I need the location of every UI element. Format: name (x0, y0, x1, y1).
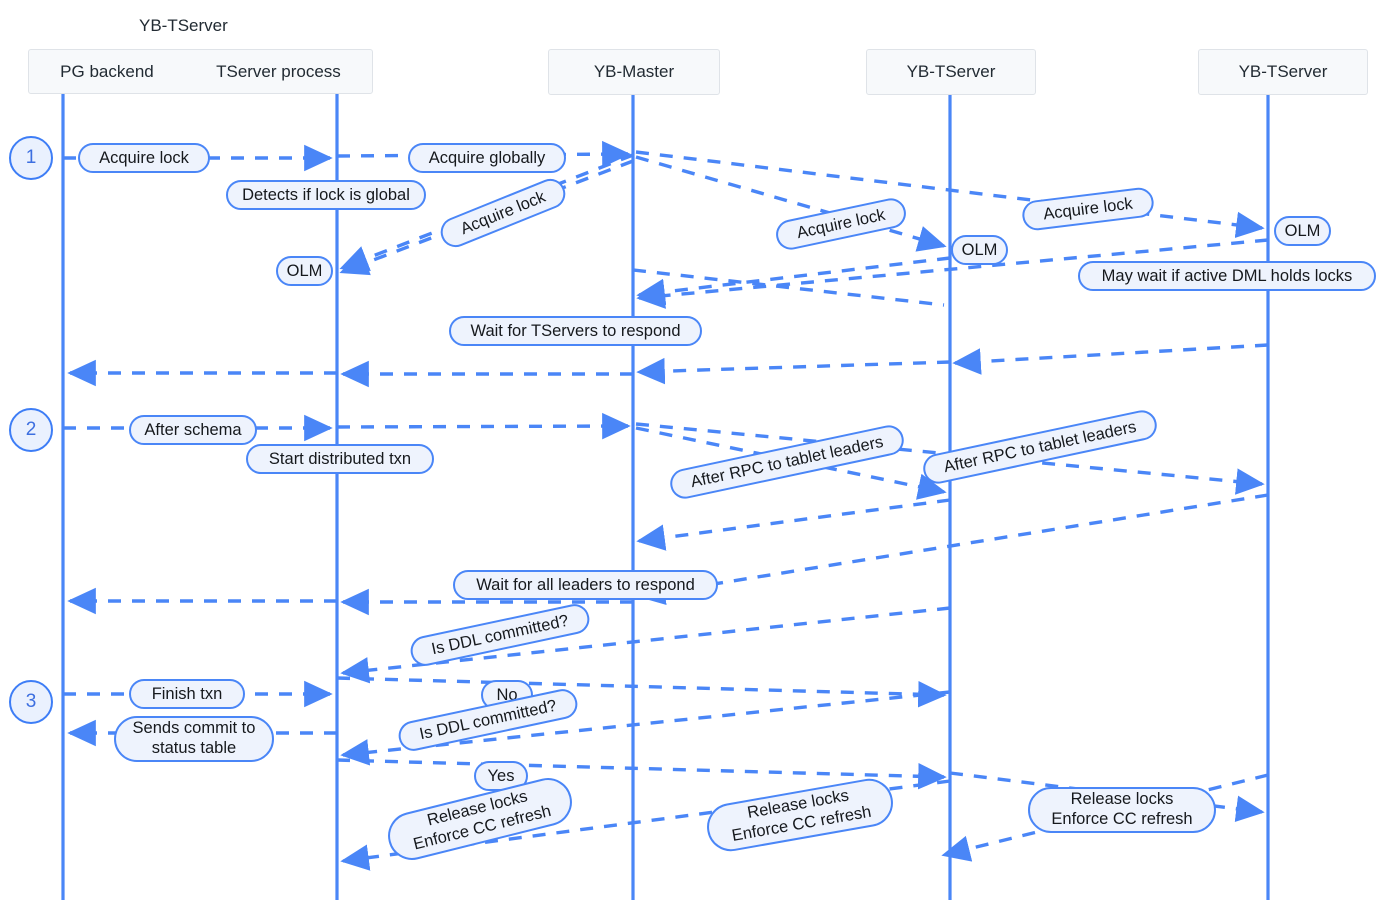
participant-box-master: YB-Master (548, 49, 720, 95)
pill-may-wait: May wait if active DML holds locks (1078, 261, 1376, 291)
arrow-ts3-to-master-resp (636, 238, 1269, 309)
pill-acquire-globally: Acquire globally (408, 143, 566, 173)
step-marker-3: 3 (9, 680, 53, 724)
participant-box-ts3: YB-TServer (1198, 49, 1368, 95)
participant-label-pg: PG backend (60, 61, 154, 81)
step-marker-1: 1 (9, 136, 53, 180)
arrow-ts2-to-master-resp2 (636, 357, 951, 385)
arrow-release-locks-ts2-to-ts3 (949, 771, 1265, 822)
pill-olm-ts3: OLM (1274, 216, 1331, 246)
arrow-yes (336, 758, 947, 790)
arrow-master-to-ts3-lock (635, 150, 1265, 239)
lifelines (61, 92, 1270, 900)
arrow-release-locks-ts3-to-ts2 (941, 773, 1269, 862)
pill-finish-txn: Finish txn (129, 679, 245, 709)
participant-label-tserver: TServer process (216, 61, 341, 81)
arrow-ts2-to-master-rpc-resp (636, 498, 951, 551)
participant-label-ts2: YB-TServer (906, 62, 996, 81)
arrow-ts2-to-master-resp (636, 256, 951, 306)
pill-olm-tserver: OLM (276, 256, 333, 286)
arrow-master-to-ts2-rpc (635, 426, 947, 500)
arrow-tserver-to-master-txn (336, 412, 631, 440)
pill-detects-global: Detects if lock is global (226, 180, 426, 210)
pill-olm-ts2: OLM (951, 235, 1008, 265)
participant-box-tserver-group: PG backend TServer process (28, 49, 373, 94)
arrow-ts3-to-ts2-resp (952, 343, 1269, 375)
pill-wait-tservers: Wait for TServers to respond (449, 316, 702, 346)
group-caption-yb-tserver: YB-TServer (139, 16, 228, 35)
pill-start-txn: Start distributed txn (246, 444, 434, 474)
pill-acquire-lock-1: Acquire lock (78, 143, 210, 173)
arrow-no (336, 676, 947, 708)
participant-box-ts2: YB-TServer (866, 49, 1036, 95)
pill-yes: Yes (474, 761, 528, 791)
participant-label-master: YB-Master (593, 62, 675, 81)
pill-sends-commit: Sends commit to status table (114, 716, 274, 762)
step-marker-2: 2 (9, 408, 53, 452)
pill-wait-leaders: Wait for all leaders to respond (453, 570, 718, 600)
arrow-master-to-ts2-lock (635, 155, 947, 252)
pill-after-schema: After schema (129, 415, 257, 445)
arrow-master-fan-a (632, 268, 945, 307)
participant-label-ts3: YB-TServer (1238, 62, 1328, 81)
arrow-ts3-to-master-rpc-resp (636, 493, 1269, 605)
pill-release-3: Release locks Enforce CC refresh (1028, 787, 1216, 833)
